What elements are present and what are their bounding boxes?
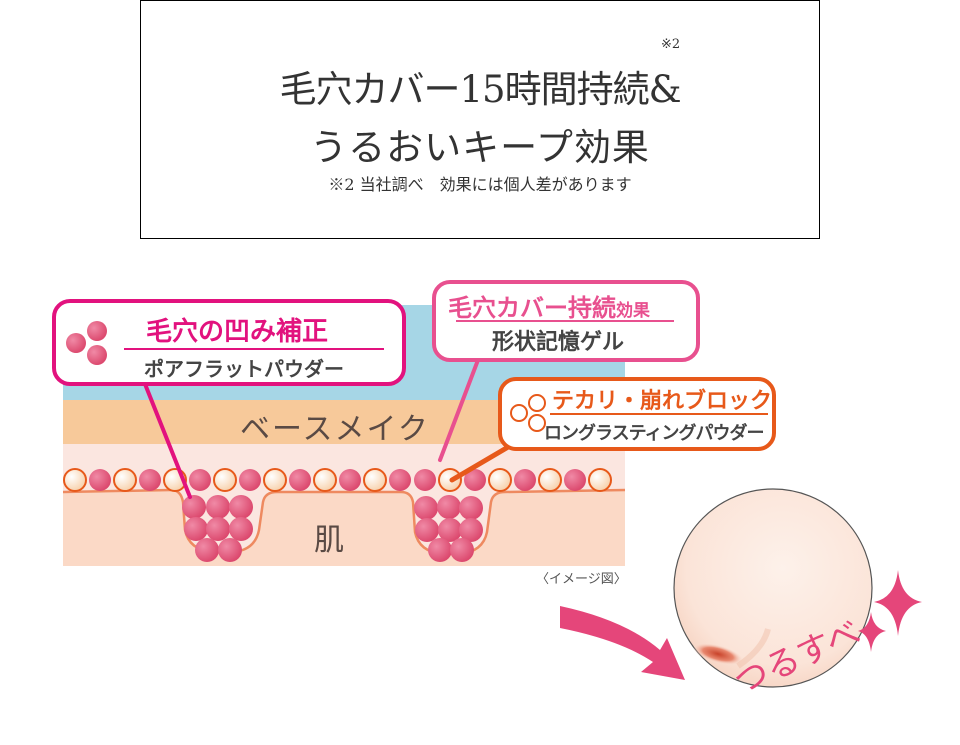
headline-footnote: ※2 当社調べ 効果には個人差があります xyxy=(328,175,632,194)
image-caption: 〈イメージ図〉 xyxy=(536,572,627,587)
base-makeup-label: ベースメイク xyxy=(240,412,430,447)
callout-divider xyxy=(124,348,384,350)
small-sparkle-icon xyxy=(858,612,886,652)
footnote-marker: ※2 xyxy=(661,37,681,52)
headline-line-2: うるおいキープ効果 xyxy=(310,126,650,169)
callout-shine-block: テカリ・崩れブロック ロングラスティングパウダー xyxy=(498,377,776,451)
callout-title-suffix: 効果 xyxy=(616,301,650,321)
callout-divider xyxy=(550,413,768,415)
callout-pore-correction: 毛穴の凹み補正 ポアフラットパウダー xyxy=(52,299,406,386)
callout-subtitle: ポアフラットパウダー xyxy=(144,357,344,381)
outlined-particles-icon xyxy=(510,394,546,432)
callout-pore-cover-lasting: 毛穴カバー持続効果 形状記憶ゲル xyxy=(432,280,700,362)
headline-box: 毛穴カバー15時間持続& ※2 うるおいキープ効果 ※2 当社調べ 効果には個人… xyxy=(140,0,820,239)
pink-particles-icon xyxy=(66,321,107,365)
callout-subtitle: ロングラスティングパウダー xyxy=(544,423,765,444)
pore-2-particles xyxy=(414,495,483,562)
smooth-skin-closeup xyxy=(673,488,873,688)
pore-1-particles xyxy=(182,495,253,562)
callout-subtitle: 形状記憶ゲル xyxy=(492,330,625,355)
curved-arrow-icon xyxy=(560,606,685,680)
sparkle-icon xyxy=(874,570,922,636)
callout-title: テカリ・崩れブロック xyxy=(552,389,773,414)
skin-cross-section xyxy=(63,468,625,566)
headline-line-1: 毛穴カバー15時間持続& xyxy=(279,68,681,111)
skin-label: 肌 xyxy=(314,523,344,558)
callout-title: 毛穴の凹み補正 xyxy=(146,317,329,347)
particle-row xyxy=(63,468,612,492)
callout-divider xyxy=(456,320,674,322)
callout-title: 毛穴カバー持続効果 xyxy=(448,294,650,322)
